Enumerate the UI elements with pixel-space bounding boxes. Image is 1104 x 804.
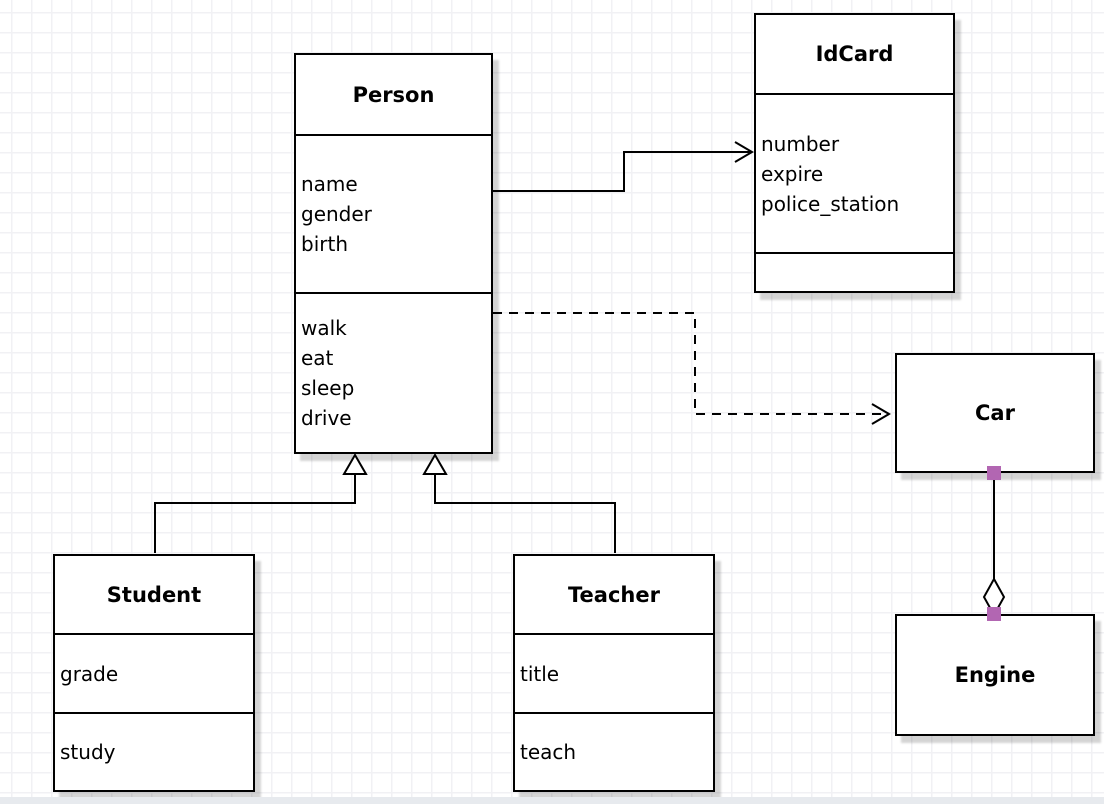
class-node-idcard[interactable]: IdCard number expire police_station: [754, 13, 955, 293]
attribute: birth: [301, 232, 348, 256]
attribute: title: [520, 661, 560, 686]
edge-association-person-idcard[interactable]: [493, 141, 754, 192]
class-node-teacher[interactable]: Teacher title teach: [513, 554, 715, 792]
attribute: police_station: [761, 191, 900, 216]
class-node-engine[interactable]: Engine: [895, 614, 1095, 736]
method: eat: [301, 346, 334, 370]
methods-section: study: [55, 714, 253, 790]
attributes-section: name gender birth: [296, 136, 491, 294]
method: study: [60, 740, 116, 764]
attributes-section: title: [515, 635, 713, 714]
attribute: grade: [60, 661, 119, 686]
method: teach: [520, 740, 577, 764]
edge-aggregation-car-engine[interactable]: [982, 466, 1006, 621]
class-node-car[interactable]: Car: [895, 353, 1095, 473]
edge-generalization-student-person[interactable]: [154, 453, 368, 553]
open-arrowhead-icon: [871, 403, 891, 425]
class-title: Person: [296, 55, 491, 136]
edge-line-dashed: [493, 312, 886, 415]
hollow-diamond-icon: [982, 576, 1006, 618]
edge-dependency-person-car[interactable]: [493, 312, 891, 425]
class-title: Student: [55, 556, 253, 635]
method: drive: [301, 406, 352, 430]
method: walk: [301, 316, 347, 340]
edge-line: [434, 474, 616, 553]
edge-line: [154, 474, 356, 553]
attributes-section: number expire police_station: [756, 95, 953, 254]
open-arrowhead-icon: [734, 141, 754, 163]
canvas-bottom-edge: [0, 797, 1104, 804]
attributes-section: grade: [55, 635, 253, 714]
edge-generalization-teacher-person[interactable]: [422, 453, 616, 553]
class-title: Teacher: [515, 556, 713, 635]
attribute: expire: [761, 161, 824, 186]
class-node-person[interactable]: Person name gender birth walk eat sleep …: [294, 53, 493, 454]
hollow-triangle-arrowhead-icon: [342, 453, 368, 475]
attribute: gender: [301, 202, 372, 226]
attribute: number: [761, 131, 840, 156]
class-title: Engine: [954, 663, 1036, 687]
class-node-student[interactable]: Student grade study: [53, 554, 255, 792]
methods-section: teach: [515, 714, 713, 790]
methods-section: walk eat sleep drive: [296, 294, 491, 452]
attribute: name: [301, 172, 358, 196]
class-title: Car: [975, 401, 1015, 425]
edge-line: [493, 151, 750, 192]
class-title: IdCard: [756, 15, 953, 95]
method: sleep: [301, 376, 355, 400]
methods-section-empty: [756, 254, 953, 291]
hollow-triangle-arrowhead-icon: [422, 453, 448, 475]
